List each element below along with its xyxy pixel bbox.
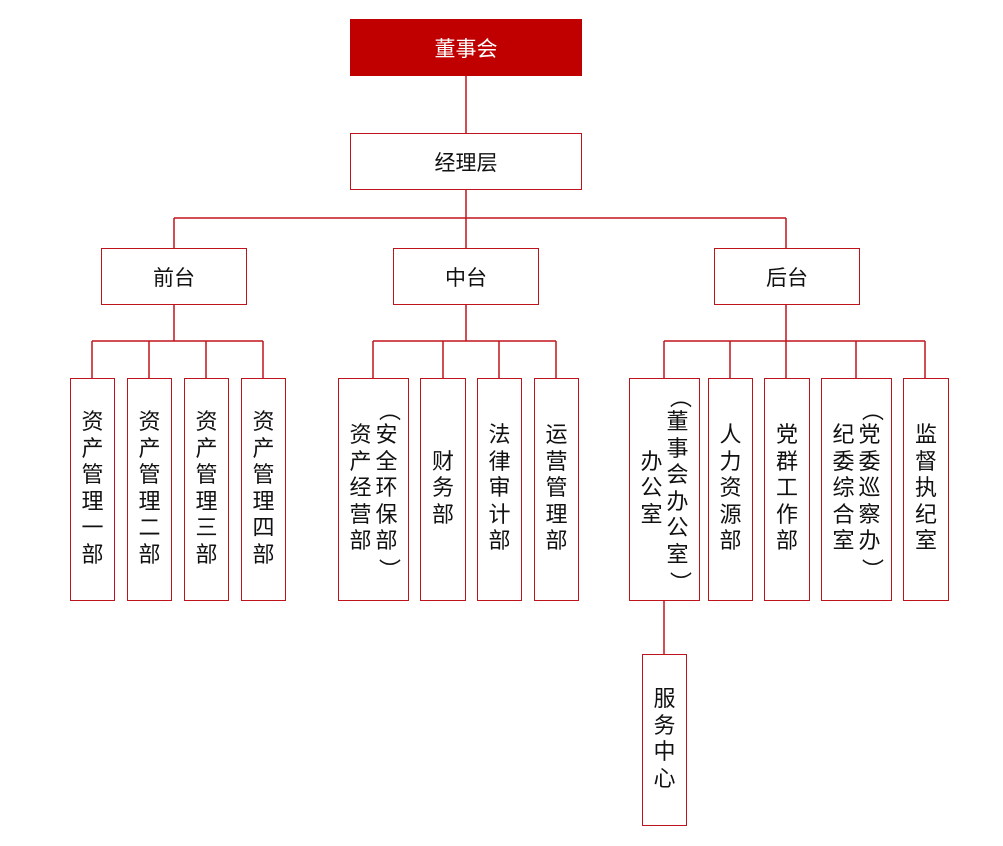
back-office-label: 后台: [766, 265, 808, 290]
back-unit-node: 人力资源部: [708, 378, 753, 601]
vertical-text-column: 资产管理四部: [252, 410, 275, 568]
vertical-text-column: 纪委综合室: [832, 423, 855, 555]
vertical-text-column: 运营管理部: [545, 423, 568, 555]
back-unit-node: 监督执纪室: [903, 378, 949, 601]
front-unit-node: 资产管理三部: [184, 378, 229, 601]
middle-office-node: 中台: [393, 248, 539, 305]
vertical-text-column: 资产管理二部: [138, 410, 161, 568]
vertical-text-column: 法律审计部: [488, 423, 511, 555]
vertical-text-column: 人力资源部: [719, 423, 742, 555]
board-node: 董事会: [350, 19, 582, 76]
front-unit-label: 资产管理三部: [195, 410, 217, 569]
vertical-text-column: 服务中心: [653, 687, 676, 792]
board-label: 董事会: [434, 36, 498, 61]
middle-unit-node: 法律审计部: [477, 378, 522, 601]
vertical-text-column: 财务部: [431, 449, 454, 528]
back-office-node: 后台: [714, 248, 860, 305]
vertical-text-column: 监督执纪室: [914, 423, 937, 555]
front-unit-label: 资产管理二部: [138, 410, 160, 569]
back-unit-label: （党委巡察办）纪委综合室: [832, 397, 883, 583]
middle-office-label: 中台: [445, 265, 487, 290]
vertical-text-column: 办公室: [640, 449, 663, 528]
front-office-node: 前台: [101, 248, 247, 305]
back-unit-label: （董事会办公室）办公室: [640, 384, 691, 596]
middle-unit-node: （安全环保部）资产经营部: [338, 378, 409, 601]
vertical-text-column: 资产管理三部: [195, 410, 218, 568]
middle-unit-node: 运营管理部: [534, 378, 579, 601]
vertical-text-column: 资产管理一部: [81, 410, 104, 568]
vertical-text-column: （党委巡察办）: [857, 398, 883, 581]
vertical-text-column: （董事会办公室）: [665, 385, 691, 594]
front-unit-node: 资产管理四部: [241, 378, 286, 601]
back-unit-node: （党委巡察办）纪委综合室: [821, 378, 892, 601]
front-unit-label: 资产管理一部: [81, 410, 103, 569]
middle-unit-label: （安全环保部）资产经营部: [349, 397, 400, 583]
back-unit-label: 监督执纪室: [915, 423, 937, 556]
front-unit-node: 资产管理二部: [127, 378, 172, 601]
vertical-text-column: 党群工作部: [775, 423, 798, 555]
front-unit-label: 资产管理四部: [252, 410, 274, 569]
management-label: 经理层: [434, 150, 498, 175]
management-node: 经理层: [350, 133, 582, 190]
service-center-label: 服务中心: [653, 687, 675, 793]
back-unit-node: 党群工作部: [764, 378, 810, 601]
middle-unit-node: 财务部: [420, 378, 466, 601]
back-unit-label: 党群工作部: [776, 423, 798, 556]
vertical-text-column: 资产经营部: [349, 423, 372, 555]
vertical-text-column: （安全环保部）: [374, 398, 400, 581]
back-unit-label: 人力资源部: [719, 423, 741, 556]
middle-unit-label: 运营管理部: [545, 423, 567, 556]
front-office-label: 前台: [153, 265, 195, 290]
service-center-node: 服务中心: [642, 654, 687, 826]
middle-unit-label: 法律审计部: [488, 423, 510, 556]
front-unit-node: 资产管理一部: [70, 378, 115, 601]
back-unit-node: （董事会办公室）办公室: [629, 378, 700, 601]
middle-unit-label: 财务部: [432, 450, 454, 530]
